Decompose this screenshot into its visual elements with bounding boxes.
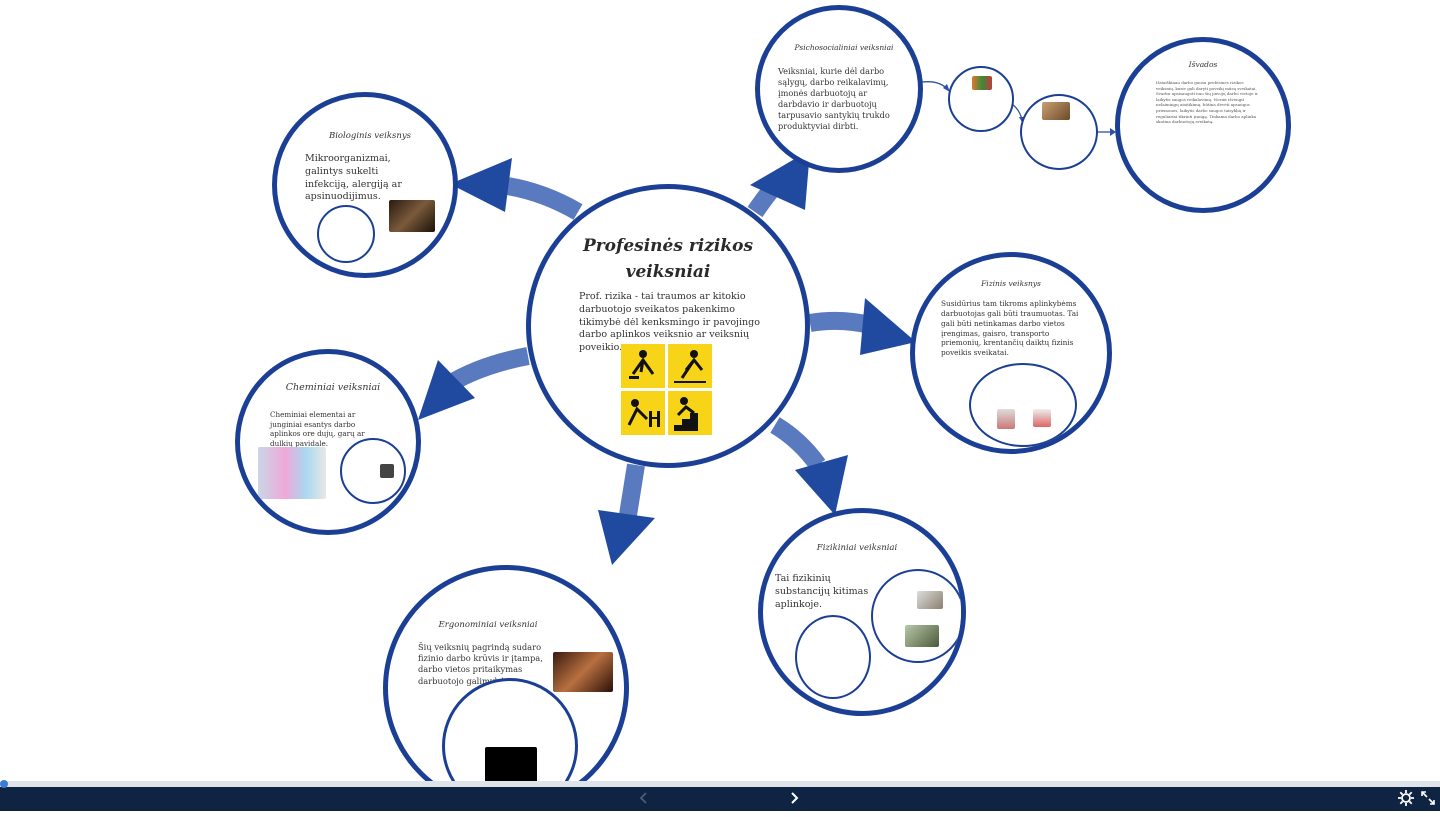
arrow-to-fizikiniai — [770, 417, 848, 515]
fizikiniai-subcircle-2[interactable] — [795, 615, 871, 699]
fizinis-title: Fizinis veiksnys — [981, 279, 1041, 288]
arrow-to-cheminiai — [418, 347, 530, 420]
arrow-thin-1 — [921, 81, 950, 92]
fizikiniai-photo-2 — [905, 625, 939, 647]
hazard-sign-trip-icon — [621, 391, 665, 435]
biologinis-subcircle[interactable] — [317, 205, 375, 263]
cheminiai-title: Cheminiai veiksniai — [285, 382, 381, 393]
gear-icon[interactable] — [1394, 786, 1418, 810]
center-title-line2: veiksniai — [625, 262, 711, 282]
arrow-to-fizinis — [808, 298, 916, 355]
fizinis-subcircle[interactable] — [969, 363, 1077, 447]
arrow-to-ergonominiai — [598, 463, 655, 565]
hazard-sign-stairs-icon — [668, 391, 712, 435]
fizinis-photo-1 — [997, 409, 1015, 429]
fizinis-text: Susidūrius tam tikroms aplinkybėms darbu… — [941, 299, 1079, 358]
biologinis-circle[interactable]: Biologinis veiksnys Mikroorganizmai, gal… — [272, 92, 458, 278]
fizikiniai-photo-1 — [917, 591, 943, 609]
chemicals-sub-photo — [380, 464, 394, 478]
ergonominiai-subcircle[interactable] — [442, 678, 578, 781]
center-title: Profesinės rizikos veiksniai — [551, 233, 785, 285]
ergonomics-photo — [553, 652, 613, 692]
center-title-line1: Profesinės rizikos — [582, 236, 754, 256]
arrow-thin-3 — [1097, 128, 1116, 136]
chevron-right-icon[interactable] — [782, 786, 806, 810]
isvados-text: Išsiaiškinau darbo gausu profesinės rizi… — [1156, 80, 1258, 125]
fizinis-photo-2 — [1033, 409, 1051, 427]
presentation-canvas[interactable]: Profesinės rizikos veiksniai Prof. rizik… — [0, 0, 1440, 781]
video-thumbnail[interactable] — [485, 747, 537, 781]
bacteria-photo — [389, 200, 435, 232]
center-topic-circle[interactable]: Profesinės rizikos veiksniai Prof. rizik… — [526, 184, 810, 468]
hazard-sign-chair-icon — [621, 344, 665, 388]
cheminiai-subcircle[interactable] — [340, 438, 406, 504]
biologinis-text: Mikroorganizmai, galintys sukelti infekc… — [305, 153, 402, 203]
connector-arrows — [418, 81, 1116, 565]
fullscreen-icon[interactable] — [1416, 786, 1440, 810]
cheminiai-circle[interactable]: Cheminiai veiksniai Cheminiai elementai … — [235, 349, 421, 535]
psycho-sub-circle-1[interactable] — [948, 66, 1014, 132]
isvados-title: Išvados — [1188, 60, 1218, 69]
fizikiniai-circle[interactable]: Fizikiniai veiksniai Tai fizikinių subst… — [758, 508, 966, 716]
psycho-sub-circle-2[interactable] — [1020, 94, 1098, 170]
cheminiai-text: Cheminiai elementai ar junginiai esantys… — [270, 410, 365, 449]
fizikiniai-title: Fizikiniai veiksniai — [816, 543, 898, 553]
hazard-signs-image — [621, 344, 713, 436]
arrow-to-psichosocialiniai — [747, 150, 810, 218]
fizikiniai-subcircle-1[interactable] — [871, 569, 961, 663]
fizikiniai-text: Tai fizikinių substancijų kitimas aplink… — [775, 573, 869, 610]
progress-track[interactable] — [0, 781, 1440, 787]
chevron-left-icon[interactable] — [632, 786, 656, 810]
ergonominiai-title: Ergonominiai veiksniai — [438, 620, 538, 630]
psycho-sub-photo-1 — [972, 76, 992, 90]
center-text: Prof. rizika - tai traumos ar kitokio da… — [579, 291, 760, 354]
psichosocialiniai-title: Psichosocialiniai veiksniai — [794, 43, 894, 52]
psichosocialiniai-circle[interactable]: Psichosocialiniai veiksniai Veiksniai, k… — [755, 5, 923, 173]
arrow-to-biologinis — [450, 158, 583, 220]
psichosocialiniai-text: Veiksniai, kurie dėl darbo sąlygų, darbo… — [778, 66, 890, 132]
biologinis-title: Biologinis veiksnys — [328, 131, 412, 141]
chemicals-photo — [258, 447, 326, 499]
isvados-circle[interactable]: Išvados Išsiaiškinau darbo gausu profesi… — [1115, 37, 1291, 213]
fizinis-circle[interactable]: Fizinis veiksnys Susidūrius tam tikroms … — [910, 252, 1112, 454]
hazard-sign-slip-icon — [668, 344, 712, 388]
ergonominiai-text: Šių veiksnių pagrindą sudaro fizinio dar… — [418, 642, 543, 686]
psycho-sub-photo-2 — [1042, 102, 1070, 120]
progress-handle[interactable] — [0, 780, 8, 788]
ergonominiai-circle[interactable]: Ergonominiai veiksniai Šių veiksnių pagr… — [383, 565, 629, 781]
